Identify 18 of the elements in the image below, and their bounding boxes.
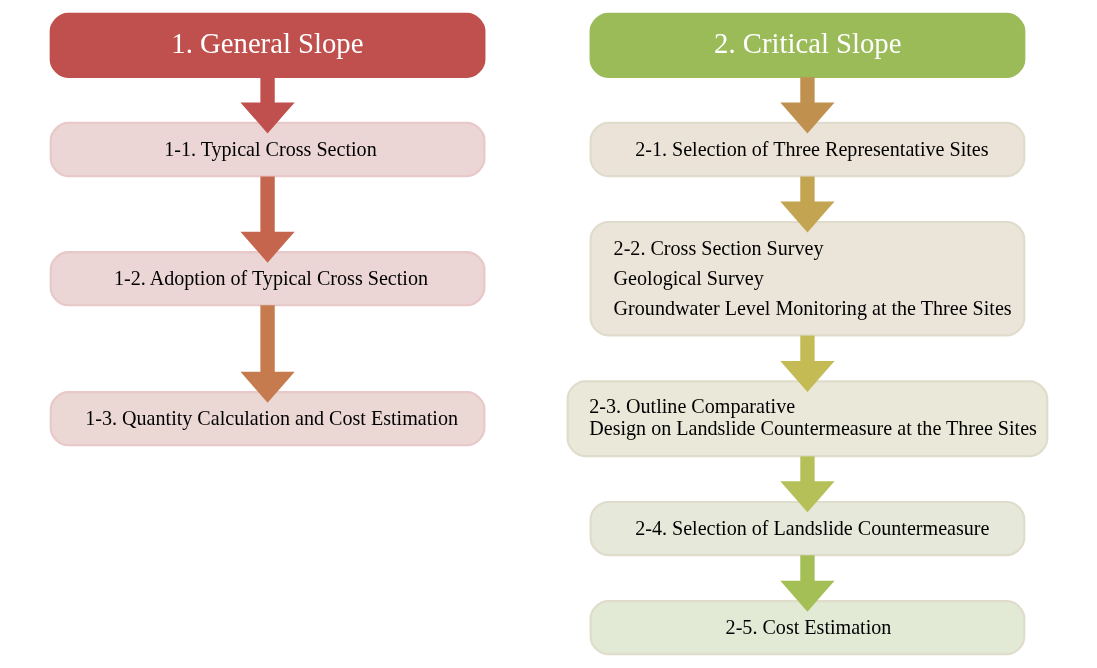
node-box: 1-2. Adoption of Typical Cross Section — [49, 251, 485, 307]
node-box: 2. Critical Slope — [589, 12, 1025, 79]
arrow — [779, 335, 835, 392]
node-box: 2-1. Selection of Three Representative Sites — [589, 121, 1025, 178]
arrow — [779, 555, 835, 612]
node-box: 1-3. Quantity Calculation and Cost Estimation — [49, 391, 485, 447]
node-box: 2-3. Outline Comparative Design on Landslide Countermeasure at the Three Sites — [566, 380, 1048, 458]
arrow — [239, 176, 295, 263]
node-box: 2-5. Cost Estimation — [589, 600, 1025, 656]
arrow — [779, 176, 835, 233]
node-box: 1. General Slope — [49, 12, 485, 79]
arrow — [779, 456, 835, 513]
node-box: 2-2. Cross Section Survey Geological Survey Groundwater Level Monitoring at the Three Sites — [589, 220, 1025, 337]
arrow — [239, 305, 295, 403]
node-box: 2-4. Selection of Landslide Countermeasure — [589, 500, 1025, 557]
arrow — [779, 77, 835, 134]
arrow — [239, 77, 295, 134]
node-box: 1-1. Typical Cross Section — [49, 121, 485, 178]
